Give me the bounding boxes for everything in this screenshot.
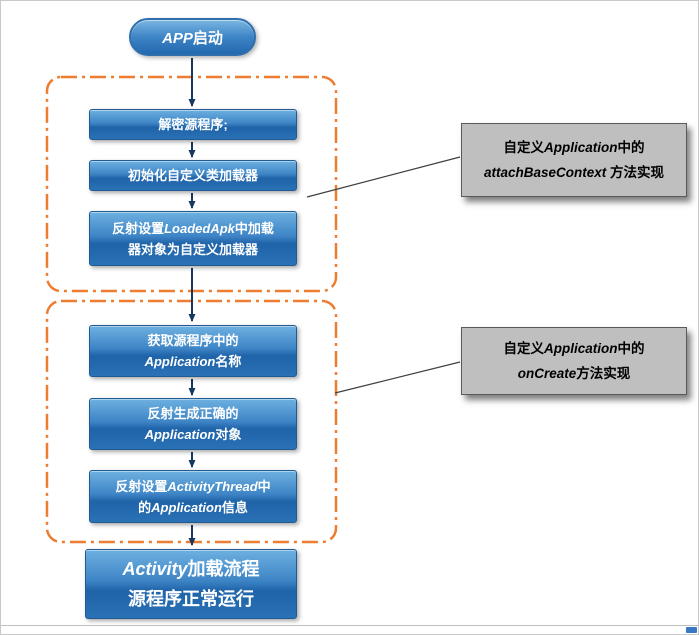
pane-bottom-edge xyxy=(1,625,698,634)
flow-step-text: Application名称 xyxy=(144,354,242,369)
annotation-connector-attachbasecontext xyxy=(306,156,461,198)
annotation-text: onCreate方法实现 xyxy=(517,366,631,381)
scrollbar-corner[interactable] xyxy=(686,627,697,633)
flow-step-text: 初始化自定义类加载器 xyxy=(127,168,258,183)
flow-step-init-classloader: 初始化自定义类加载器 xyxy=(89,160,297,191)
flow-step-text: 的Application信息 xyxy=(138,499,248,515)
flow-step-text: 源程序正常运行 xyxy=(128,589,254,609)
flow-step-create-application-object: 反射生成正确的 Application对象 xyxy=(89,398,297,450)
annotation-text: 自定义Application中的 xyxy=(503,341,645,356)
flow-step-text: 器对象为自定义加载器 xyxy=(127,241,258,257)
flow-step-reflect-loadedapk: 反射设置LoadedApk中加载 器对象为自定义加载器 xyxy=(89,211,297,266)
annotation-text: attachBaseContext 方法实现 xyxy=(483,165,665,180)
flow-step-text: Application对象 xyxy=(144,427,242,442)
flow-step-get-application-name: 获取源程序中的 Application名称 xyxy=(89,325,297,377)
flow-step-text: 反射设置ActivityThread中 xyxy=(115,478,271,494)
flow-step-text: 反射生成正确的 xyxy=(147,406,239,421)
flow-step-set-activitythread-application: 反射设置ActivityThread中 的Application信息 xyxy=(89,470,297,523)
flow-step-text: 解密源程序; xyxy=(158,117,228,132)
flow-step-text: Activity加载流程 xyxy=(122,559,260,579)
flow-step-text: 获取源程序中的 xyxy=(147,333,239,348)
annotation-attachbasecontext: 自定义Application中的 attachBaseContext 方法实现 xyxy=(461,123,687,197)
annotation-oncreate: 自定义Application中的 onCreate方法实现 xyxy=(461,327,687,395)
annotation-connector-oncreate xyxy=(334,361,461,394)
annotation-text: 自定义Application中的 xyxy=(503,140,645,155)
flow-step-text: 反射设置LoadedApk中加载 xyxy=(112,220,274,236)
flow-step-decrypt-source: 解密源程序; xyxy=(89,109,297,140)
start-node-app-launch: APP启动 xyxy=(129,18,256,56)
flow-final-activity-run: Activity加载流程 源程序正常运行 xyxy=(85,549,297,619)
start-node-label: APP启动 xyxy=(162,29,223,47)
